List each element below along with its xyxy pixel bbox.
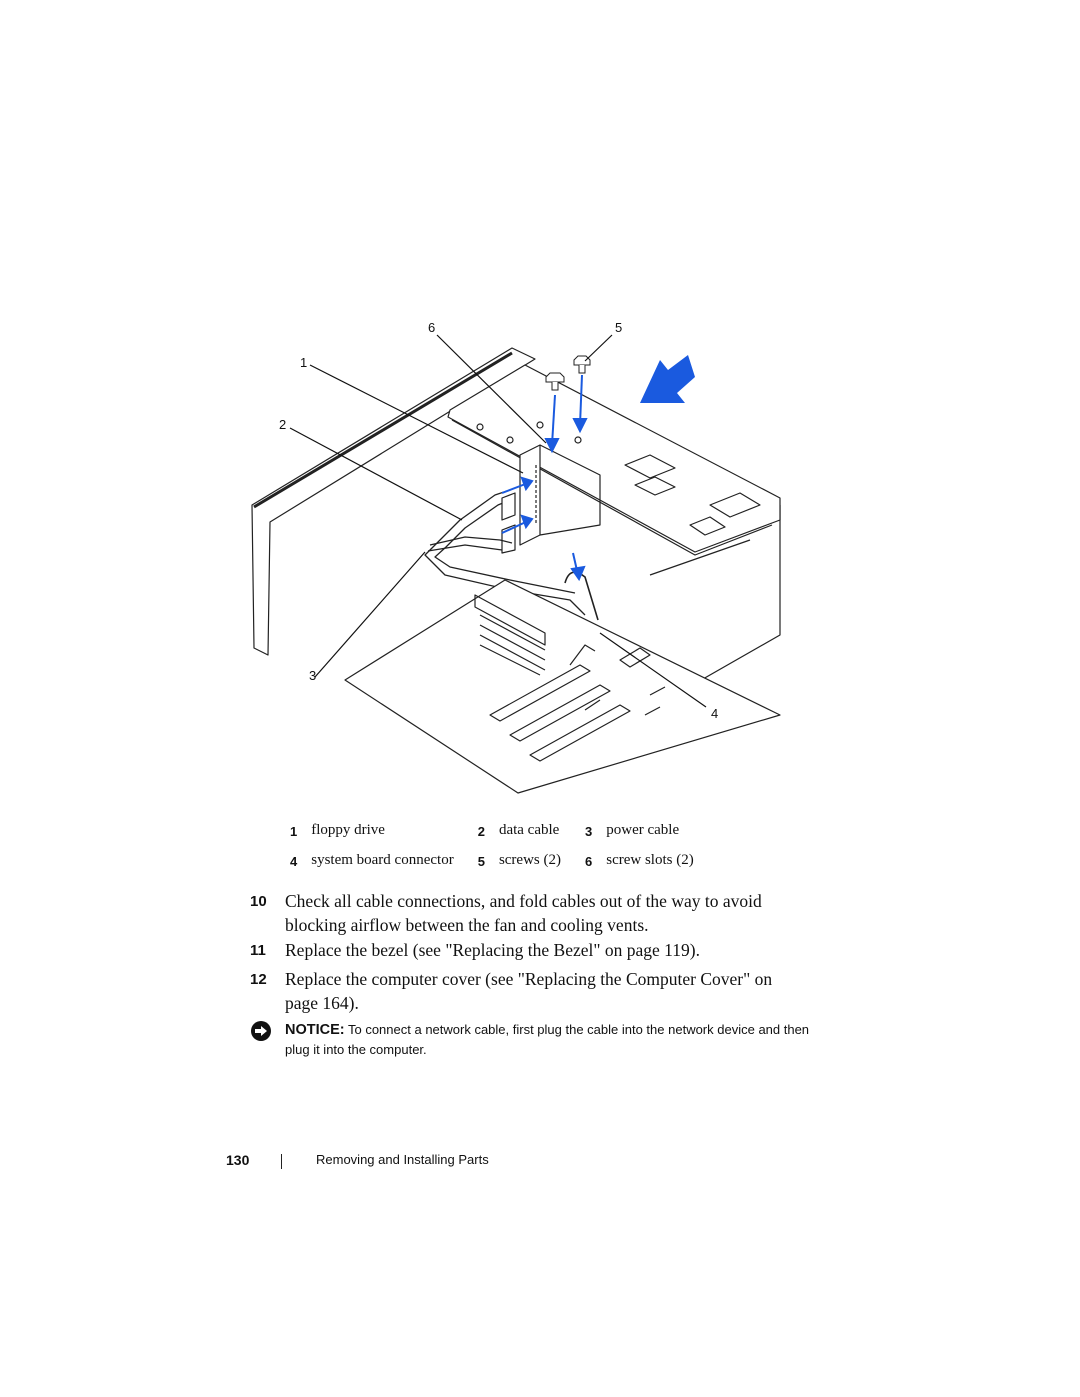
step-text: Check all cable connections, and fold ca… xyxy=(285,891,762,935)
legend-row: 4 system board connector 5 screws (2) 6 … xyxy=(290,852,718,882)
callout-4: 4 xyxy=(711,706,718,721)
legend-label: system board connector xyxy=(311,852,454,868)
legend-label: screw slots (2) xyxy=(606,852,694,868)
legend-label: floppy drive xyxy=(311,822,385,838)
step-text: Replace the bezel (see "Replacing the Be… xyxy=(285,940,700,960)
legend-number: 6 xyxy=(585,854,593,869)
step-text: Replace the computer cover (see "Replaci… xyxy=(285,969,773,1013)
step-number: 12 xyxy=(250,971,267,988)
callout-5: 5 xyxy=(615,320,622,335)
legend-number: 1 xyxy=(290,824,298,839)
callout-1: 1 xyxy=(300,355,307,370)
notice-icon xyxy=(251,1021,271,1041)
notice-body: To connect a network cable, first plug t… xyxy=(285,1022,810,1057)
page-number: 130 xyxy=(226,1152,250,1168)
section-title: Removing and Installing Parts xyxy=(316,1152,489,1167)
step-12: 12 Replace the computer cover (see "Repl… xyxy=(250,967,800,1015)
step-11: 11 Replace the bezel (see "Replacing the… xyxy=(250,938,800,962)
callout-6: 6 xyxy=(428,320,435,335)
notice-label: NOTICE: xyxy=(285,1022,345,1038)
legend-label: screws (2) xyxy=(498,852,561,868)
notice-box: NOTICE: To connect a network cable, firs… xyxy=(250,1020,810,1060)
legend-number: 4 xyxy=(290,854,298,869)
legend-row: 1 floppy drive 2 data cable 3 power cabl… xyxy=(290,822,718,852)
legend-number: 5 xyxy=(477,854,485,869)
step-10: 10 Check all cable connections, and fold… xyxy=(250,889,800,937)
legend-number: 3 xyxy=(585,824,593,839)
callout-3: 3 xyxy=(309,668,316,683)
floppy-drive-installation-figure: 1 2 3 4 5 6 xyxy=(251,320,781,794)
notice-text: NOTICE: To connect a network cable, firs… xyxy=(285,1020,810,1060)
legend-label: data cable xyxy=(498,822,560,838)
figure-legend: 1 floppy drive 2 data cable 3 power cabl… xyxy=(290,822,718,882)
legend-number: 2 xyxy=(477,824,485,839)
legend-label: power cable xyxy=(606,822,680,838)
callout-2: 2 xyxy=(279,417,286,432)
step-number: 10 xyxy=(250,893,267,910)
step-number: 11 xyxy=(250,942,266,959)
footer-divider xyxy=(281,1154,282,1169)
